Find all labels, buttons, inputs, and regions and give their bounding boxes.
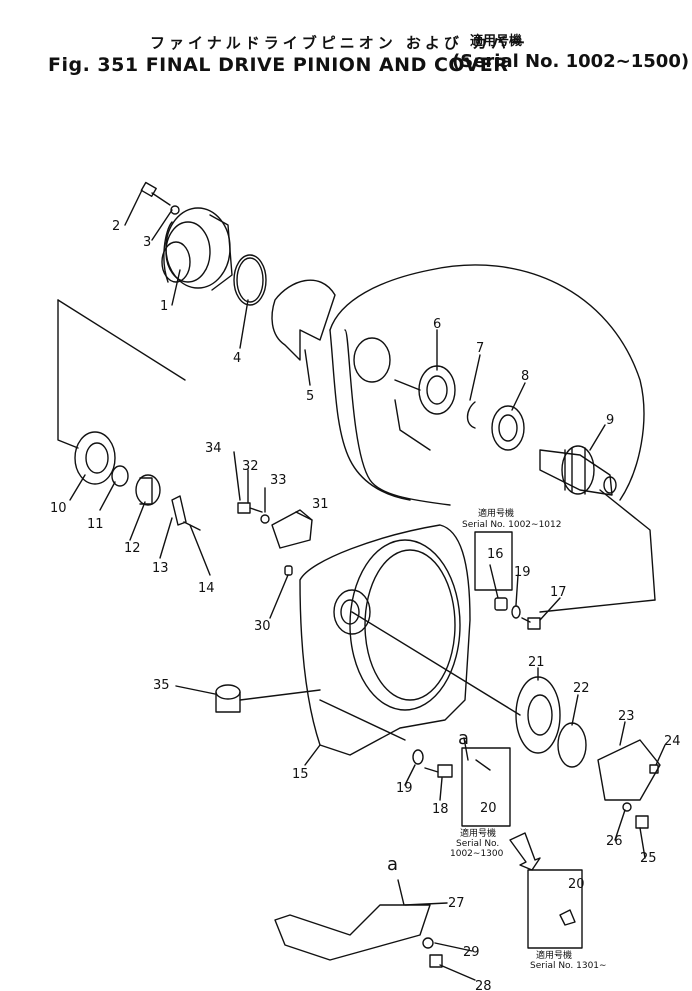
callout-18: 18	[432, 802, 449, 817]
callout-15: 15	[292, 767, 309, 782]
part-14-bolt	[183, 521, 201, 531]
part-28-bolt	[429, 954, 443, 968]
detail-box-20-upper	[461, 747, 511, 827]
part-7-snap-ring	[466, 401, 476, 429]
direction-arrow	[509, 832, 541, 871]
detail-box-16	[474, 531, 513, 591]
callout-29: 29	[463, 945, 480, 960]
callout-3: 3	[143, 235, 151, 250]
part-19-lower-washer	[412, 749, 424, 765]
part-32-bolt	[237, 502, 263, 514]
callout-31: 31	[312, 497, 329, 512]
callout-32: 32	[242, 459, 259, 474]
callout-8: 8	[521, 369, 529, 384]
callout-19-upper: 19	[514, 565, 531, 580]
part-25-bolt	[635, 815, 649, 829]
callout-2: 2	[112, 219, 120, 234]
part-33-washer	[260, 514, 270, 524]
callout-5: 5	[306, 389, 314, 404]
part-26-washer	[622, 802, 632, 812]
serial-label-japanese: 適用号機	[470, 34, 523, 49]
part-18-bolt	[424, 764, 453, 778]
housing-outline	[329, 264, 645, 501]
part-35-cap	[215, 684, 241, 713]
part-11-ring	[111, 465, 129, 487]
callout-23: 23	[618, 709, 635, 724]
part-4-o-ring	[233, 254, 267, 306]
part-24-bolt	[649, 764, 659, 774]
part-30-pin	[284, 565, 293, 576]
callout-16: 16	[487, 547, 504, 562]
callout-9: 9	[606, 413, 614, 428]
part-6-bearing	[418, 365, 456, 415]
part-12-cap	[135, 474, 161, 506]
callout-25: 25	[640, 851, 657, 866]
housing-hole	[353, 337, 391, 383]
part-23-cover	[597, 739, 661, 801]
callout-21: 21	[528, 655, 545, 670]
callout-12: 12	[124, 541, 141, 556]
callout-34: 34	[205, 441, 222, 456]
serial-range-block: 適用号機 (Serial No. 1002∼1500)	[452, 30, 689, 72]
part-5-shield	[271, 279, 336, 361]
note-box16-en: Serial No. 1002∼1012	[462, 520, 561, 530]
callout-13: 13	[152, 561, 169, 576]
callout-28: 28	[475, 979, 492, 991]
note-box20b-jp: 適用号機	[536, 949, 572, 961]
part-17-bolt	[521, 617, 541, 630]
part-2-bolt	[140, 181, 171, 206]
part-8-bearing	[491, 405, 525, 451]
callout-24: 24	[664, 734, 681, 749]
part-9-pinion	[539, 445, 617, 496]
title-japanese: ファイナルドライブピニオン および カバー	[150, 34, 530, 52]
part-22-o-ring	[557, 722, 587, 768]
part-29-washer	[422, 937, 434, 949]
callout-1: 1	[160, 299, 168, 314]
callout-11: 11	[87, 517, 104, 532]
part-21-flange	[515, 676, 561, 754]
callout-6: 6	[433, 317, 441, 332]
callout-20-box-upper: 20	[480, 801, 497, 816]
callout-27: 27	[448, 896, 465, 911]
note-box20a-en1: Serial No.	[456, 839, 499, 849]
note-box20b-en: Serial No. 1301∼	[530, 961, 607, 971]
callout-33: 33	[270, 473, 287, 488]
callout-20-box-lower: 20	[568, 877, 585, 892]
note-box20a-en2: 1002∼1300	[450, 849, 504, 859]
part-19-washer	[511, 605, 521, 619]
detail-box-20-lower	[527, 869, 583, 949]
part-13-bracket	[171, 495, 187, 526]
reference-letter-a-upper: a	[458, 728, 469, 749]
part-27-guard	[274, 904, 431, 961]
part-31-bracket	[271, 509, 313, 549]
part-20-lower-pin	[559, 909, 576, 926]
serial-notes: 適用号機 Serial No. 1002∼1012 適用号機 Serial No…	[450, 507, 607, 971]
reference-letters: a a	[387, 728, 469, 875]
callout-30: 30	[254, 619, 271, 634]
part-16-bolt	[494, 597, 508, 611]
reference-letter-a-lower: a	[387, 854, 398, 875]
callout-35: 35	[153, 678, 170, 693]
note-box16-jp: 適用号機	[478, 507, 514, 519]
callout-26: 26	[606, 834, 623, 849]
callout-numbers: 1 2 3 4 5 6 7 8 9 10 11 12 13 14 15 16 1…	[50, 219, 681, 991]
part-10-bearing	[74, 431, 116, 485]
callout-14: 14	[198, 581, 215, 596]
figure-title: Fig. 351 FINAL DRIVE PINION AND COVER	[48, 54, 509, 76]
part-1-hub	[161, 207, 233, 291]
callout-4: 4	[233, 351, 241, 366]
serial-range: (Serial No. 1002∼1500)	[452, 51, 690, 72]
callout-7: 7	[476, 341, 484, 356]
callout-10: 10	[50, 501, 67, 516]
callout-22: 22	[573, 681, 590, 696]
callout-17: 17	[550, 585, 567, 600]
part-20-pin	[475, 759, 491, 771]
part-15-cover	[299, 524, 471, 756]
callout-19-lower: 19	[396, 781, 413, 796]
part-3-washer	[170, 205, 180, 215]
note-box20a-jp: 適用号機	[460, 827, 496, 839]
